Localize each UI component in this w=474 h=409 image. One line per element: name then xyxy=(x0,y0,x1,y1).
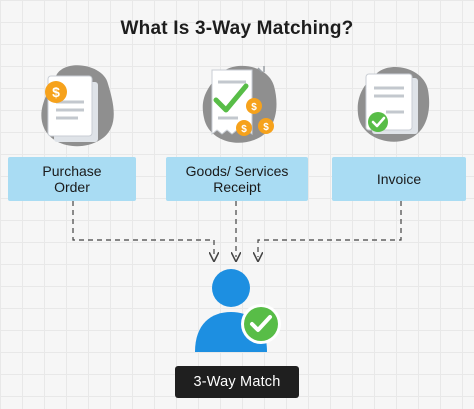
result-badge: 3-Way Match xyxy=(175,366,299,398)
invoice-icon xyxy=(350,62,440,157)
svg-text:$: $ xyxy=(251,102,257,113)
invoice-label: Invoice xyxy=(332,157,466,201)
purchase-order-text: Purchase Order xyxy=(42,163,102,195)
result-text: 3-Way Match xyxy=(193,374,281,390)
person-check-icon xyxy=(187,268,287,363)
goods-receipt-text: Goods/ Services Receipt xyxy=(185,163,289,195)
invoice-text: Invoice xyxy=(376,171,422,187)
svg-text:$: $ xyxy=(241,124,247,135)
connector-purchase-order xyxy=(72,201,214,257)
page-title: What Is 3-Way Matching? xyxy=(120,18,354,39)
purchase-order-icon: $ xyxy=(34,62,120,157)
svg-text:$: $ xyxy=(52,84,60,100)
purchase-order-label: Purchase Order xyxy=(8,157,136,201)
receipt-icon: $ $ $ xyxy=(196,60,286,155)
connector-invoice xyxy=(258,201,402,257)
svg-text:$: $ xyxy=(263,122,269,133)
goods-receipt-label: Goods/ Services Receipt xyxy=(166,157,308,201)
